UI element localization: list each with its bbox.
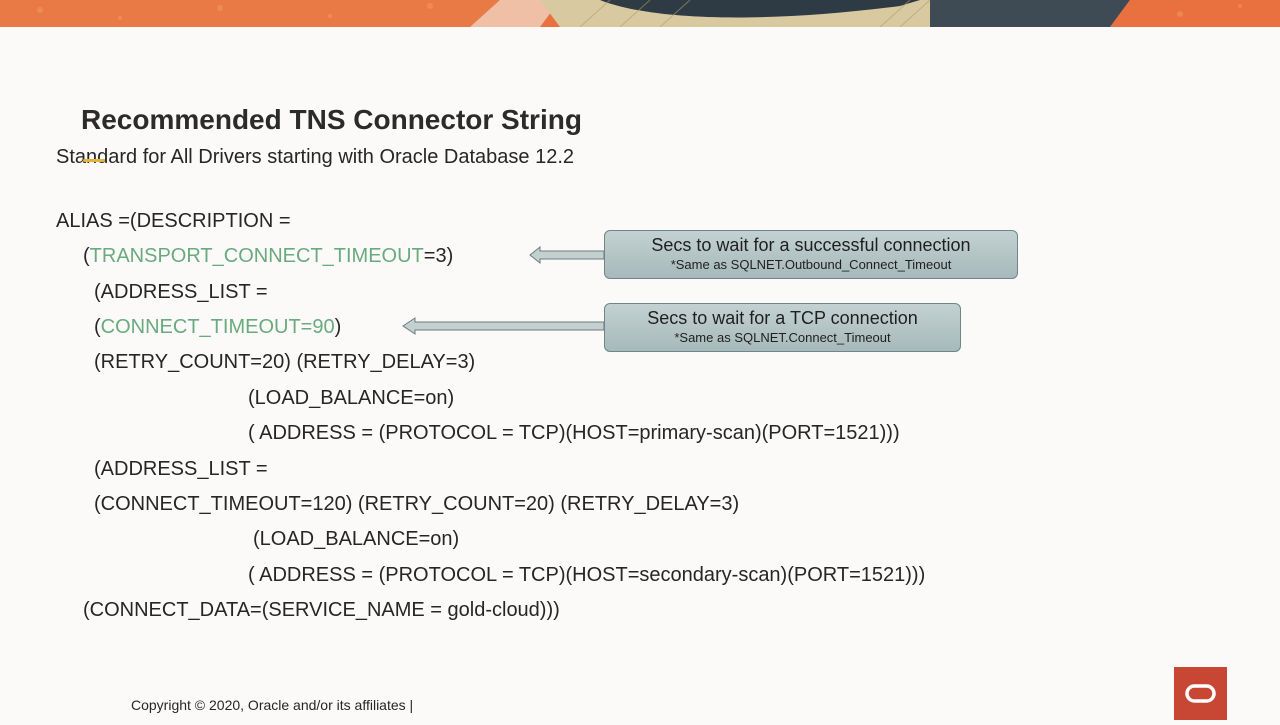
code-line-address-list-1: (ADDRESS_LIST = (94, 281, 268, 303)
code-line-connect-data: (CONNECT_DATA=(SERVICE_NAME = gold-cloud… (83, 599, 560, 621)
code-param-connect-timeout: CONNECT_TIMEOUT=90 (100, 316, 335, 338)
code-line-retry-1: (RETRY_COUNT=20) (RETRY_DELAY=3) (94, 351, 476, 373)
code-line-load-balance-2: (LOAD_BALANCE=on) (253, 528, 460, 550)
copyright-footer: Copyright © 2020, Oracle and/or its affi… (131, 697, 414, 713)
callout-sub-text: *Same as SQLNET.Outbound_Connect_Timeout (670, 257, 952, 272)
code-line-address-primary: ( ADDRESS = (PROTOCOL = TCP)(HOST=primar… (248, 422, 900, 444)
slide-title: Recommended TNS Connector String (81, 104, 582, 135)
callout-tcp-timeout: Secs to wait for a TCP connection *Same … (604, 303, 961, 352)
code-paren-close: ) (334, 316, 342, 338)
callout-transport-timeout: Secs to wait for a successful connection… (604, 230, 1018, 279)
code-paren: ( (94, 316, 101, 338)
code-line-transport-timeout: (TRANSPORT_CONNECT_TIMEOUT=3) (83, 244, 453, 268)
left-arrow-icon (402, 317, 605, 335)
code-line-address-list-2: (ADDRESS_LIST = (94, 458, 268, 480)
oracle-logo-icon (1174, 667, 1227, 720)
left-arrow-icon (529, 245, 605, 265)
spellcheck-underline (83, 159, 105, 162)
callout-main-text: Secs to wait for a TCP connection (647, 308, 918, 328)
callout-main-text: Secs to wait for a successful connection (651, 235, 971, 255)
code-line-address-secondary: ( ADDRESS = (PROTOCOL = TCP)(HOST=second… (248, 564, 926, 586)
slide-subtitle: Standard for All Drivers starting with O… (56, 146, 575, 168)
code-line-load-balance-1: (LOAD_BALANCE=on) (248, 387, 455, 409)
code-param-transport-connect-timeout: TRANSPORT_CONNECT_TIMEOUT (89, 245, 424, 267)
callout-sub-text: *Same as SQLNET.Connect_Timeout (674, 330, 891, 345)
code-line-retry-2: (CONNECT_TIMEOUT=120) (RETRY_COUNT=20) (… (94, 493, 740, 515)
code-line-connect-timeout: (CONNECT_TIMEOUT=90) (94, 315, 341, 339)
code-value: =3) (423, 245, 454, 267)
code-line-alias: ALIAS =(DESCRIPTION = (56, 210, 291, 232)
code-paren: ( (83, 245, 90, 267)
header-banner (0, 0, 1280, 27)
